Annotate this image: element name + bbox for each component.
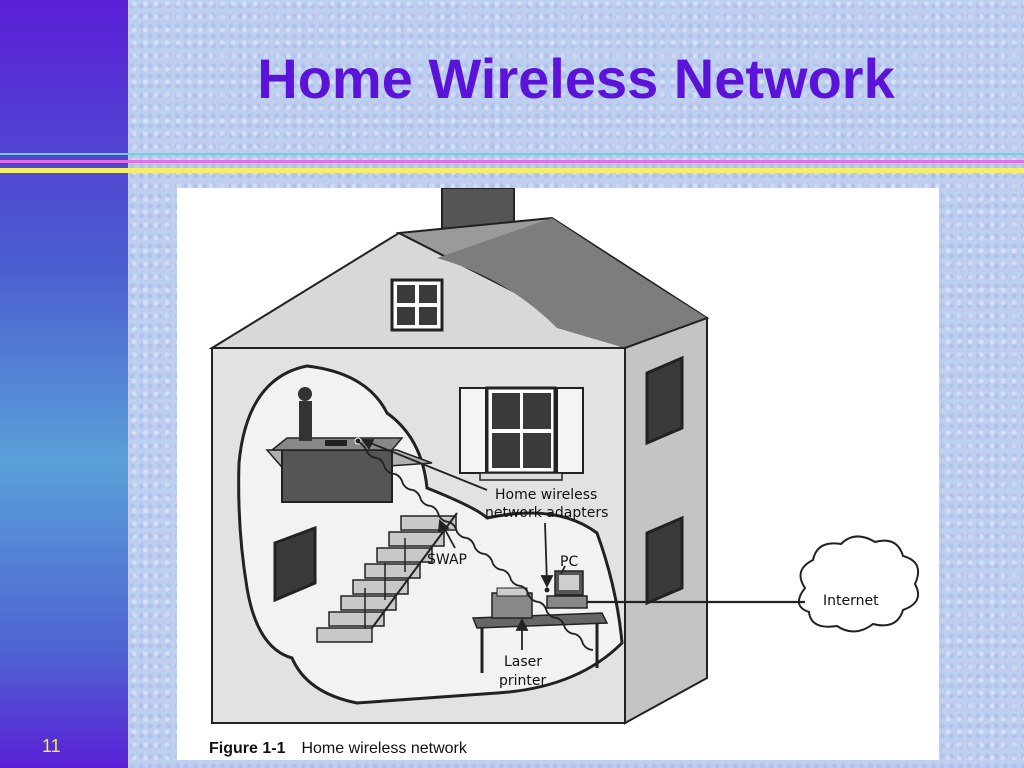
label-printer-2: printer <box>499 673 547 689</box>
right-shutter <box>556 387 584 474</box>
side-window-top <box>645 355 684 446</box>
pc-base <box>546 595 588 609</box>
label-printer-1: Laser <box>504 654 542 670</box>
left-shutter <box>459 387 487 474</box>
title-rule-yellow <box>0 168 1024 173</box>
label-adapters-1: Home wireless <box>495 487 597 503</box>
house-diagram: Home wireless network adapters SWAP PC I… <box>208 188 919 725</box>
label-swap: SWAP <box>427 552 467 568</box>
desk-upper <box>281 449 393 503</box>
title-rule-cyan <box>0 153 1024 155</box>
staircase <box>316 515 457 643</box>
label-adapters-2: network adapters <box>485 505 608 521</box>
label-internet: Internet <box>823 593 879 609</box>
slide-sidebar <box>0 0 128 768</box>
roof-shadow <box>437 218 707 348</box>
title-rule-pink <box>0 160 1024 163</box>
label-pc: PC <box>560 554 578 570</box>
person <box>298 387 312 401</box>
internet-cloud <box>798 535 919 633</box>
slide-title: Home Wireless Network <box>257 47 895 110</box>
laptop <box>325 440 347 446</box>
slide-number: 11 <box>42 736 61 756</box>
side-window-bottom <box>645 515 684 606</box>
laser-printer <box>491 592 533 619</box>
figure-caption-text: Home wireless network <box>301 740 467 757</box>
lower-window <box>273 525 317 603</box>
wireless-link <box>358 441 594 651</box>
figure-number: Figure 1-1 <box>209 740 286 757</box>
figure-caption: Figure 1-1 Home wireless network <box>209 740 467 758</box>
figure-panel: Home wireless network adapters SWAP PC I… <box>177 188 939 760</box>
